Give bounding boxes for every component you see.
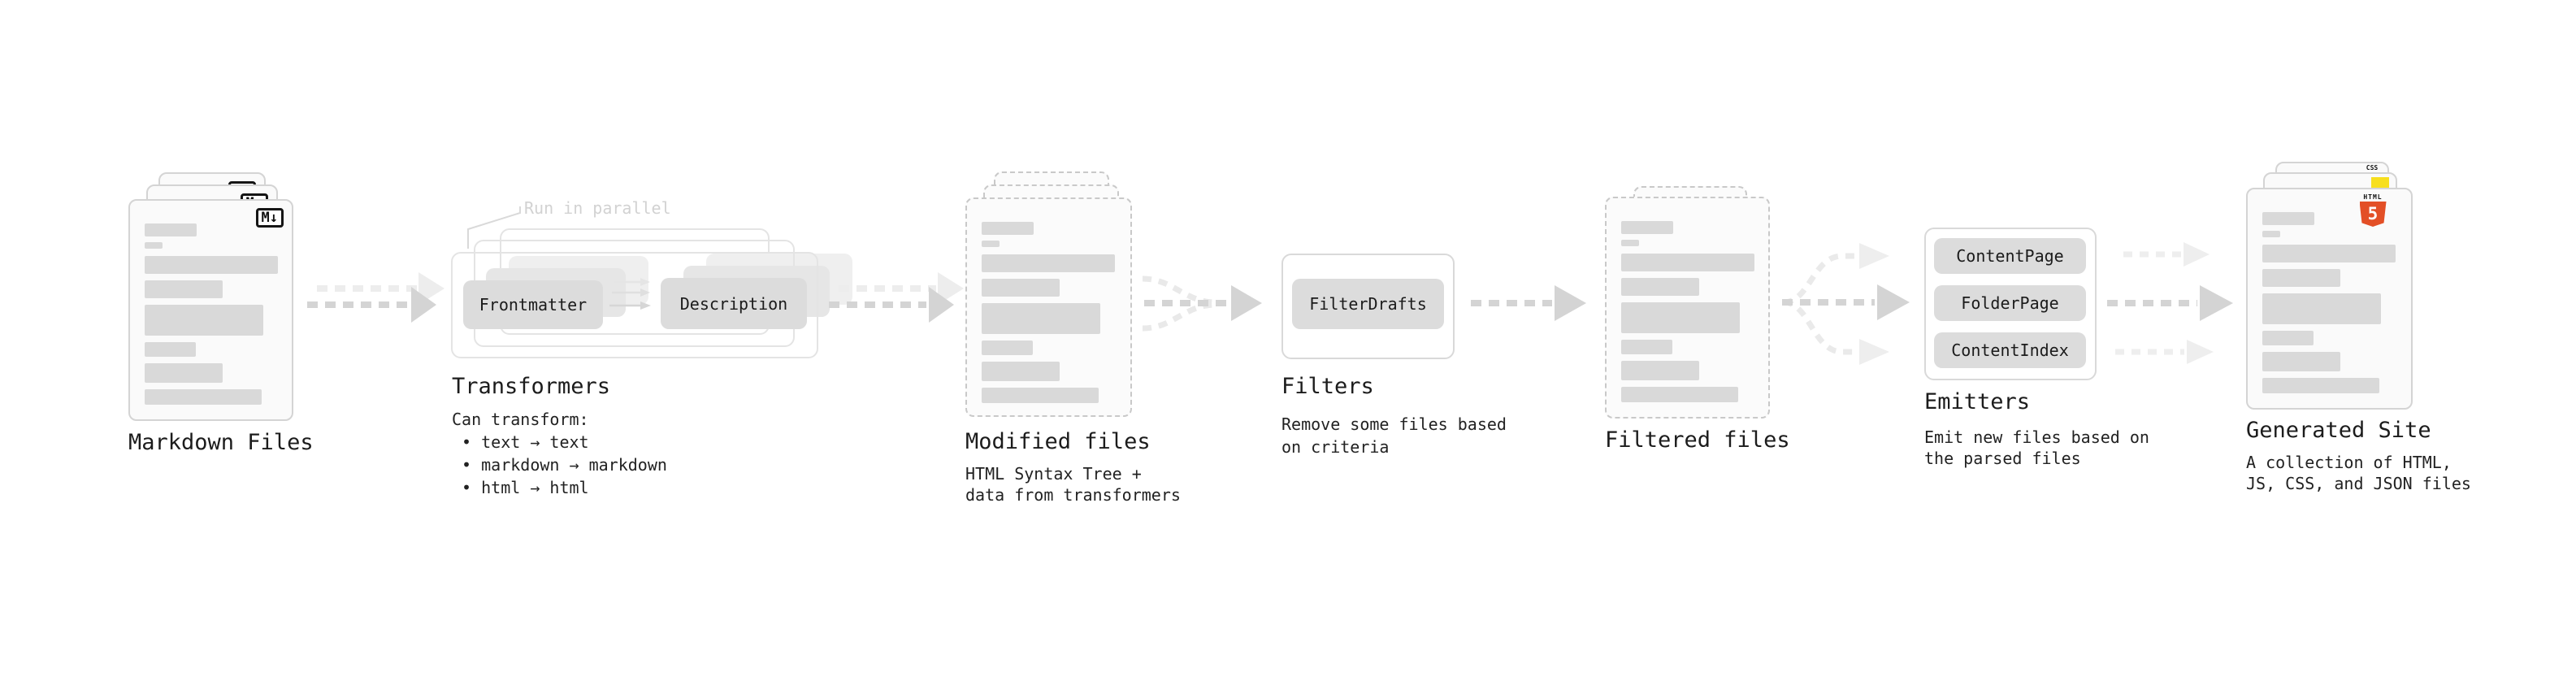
text-placeholder-bar xyxy=(1621,221,1673,234)
text-placeholder-bar xyxy=(145,223,197,236)
filtered-files-label: Filtered files xyxy=(1605,427,1790,453)
parallel-mini-arrows xyxy=(609,278,651,310)
text-placeholder-bar xyxy=(145,389,262,405)
text-placeholder-bar xyxy=(1621,387,1738,402)
transformers-desc-title: Can transform: xyxy=(452,410,589,429)
text-placeholder-bar xyxy=(145,256,278,274)
text-placeholder-bar xyxy=(145,363,223,383)
contentpage-chip: ContentPage xyxy=(1934,238,2086,274)
text-placeholder-bar xyxy=(1621,340,1672,354)
text-placeholder-bar xyxy=(145,342,196,357)
text-placeholder-bar xyxy=(2262,269,2340,287)
arrow-markdown-to-transformers xyxy=(307,272,445,323)
text-placeholder-bar xyxy=(2262,212,2314,225)
text-placeholder-bar xyxy=(1621,240,1639,246)
filters-heading: Filters xyxy=(1281,374,1374,399)
text-placeholder-bar xyxy=(2262,293,2381,324)
text-placeholder-bar xyxy=(1621,254,1754,271)
text-placeholder-bar xyxy=(2262,378,2379,393)
emitters-desc: Emit new files based on xyxy=(1924,427,2149,447)
filtered-file-card-front xyxy=(1605,197,1770,419)
text-placeholder-bar xyxy=(145,280,223,298)
transformer-layer-frame-front xyxy=(451,252,818,358)
run-in-parallel-annotation: Run in parallel xyxy=(524,198,671,218)
text-placeholder-bar xyxy=(1621,278,1699,296)
filters-desc: on criteria xyxy=(1281,437,1390,457)
text-placeholder-bar xyxy=(982,362,1060,381)
text-placeholder-bar xyxy=(1621,361,1699,380)
generated-site-desc: A collection of HTML, xyxy=(2246,453,2452,472)
modified-files-desc: data from transformers xyxy=(965,485,1181,505)
emitters-desc: the parsed files xyxy=(1924,449,2081,468)
text-placeholder-bar xyxy=(982,222,1034,235)
filterdrafts-chip: FilterDrafts xyxy=(1292,279,1444,329)
text-placeholder-bar xyxy=(982,303,1100,334)
text-placeholder-bar xyxy=(2262,352,2340,371)
generated-site-desc: JS, CSS, and JSON files xyxy=(2246,474,2471,493)
text-placeholder-bar xyxy=(2262,245,2396,262)
arrow-emitters-to-generated xyxy=(2107,242,2233,364)
frontmatter-chip: Frontmatter xyxy=(463,280,603,329)
text-placeholder-bar xyxy=(982,388,1099,403)
markdown-file-card-front: M↓ xyxy=(128,199,293,421)
modified-files-label: Modified files xyxy=(965,429,1151,454)
text-placeholder-bar xyxy=(145,305,263,336)
markdown-icon: M↓ xyxy=(255,208,284,228)
arrow-modified-to-filters xyxy=(1142,275,1262,332)
transformers-bullet: • markdown → markdown xyxy=(452,455,667,475)
run-in-parallel-leader-line xyxy=(467,206,521,249)
text-placeholder-bar xyxy=(145,242,163,249)
transformers-bullet: • text → text xyxy=(452,432,589,452)
arrow-filtered-to-emitters xyxy=(1782,243,1910,365)
text-placeholder-bar xyxy=(2262,231,2280,237)
contentindex-chip: ContentIndex xyxy=(1934,332,2086,368)
generated-file-card-front: HTML 5 xyxy=(2246,188,2413,410)
text-placeholder-bar xyxy=(982,241,1000,247)
arrow-filters-to-filtered xyxy=(1471,285,1586,321)
js-icon xyxy=(2371,177,2389,189)
text-placeholder-bar xyxy=(982,340,1033,355)
text-placeholder-bar xyxy=(982,254,1115,272)
text-placeholder-bar xyxy=(982,279,1060,297)
text-placeholder-bar xyxy=(1621,302,1740,333)
arrow-transformers-to-modified xyxy=(829,272,964,323)
modified-files-desc: HTML Syntax Tree + xyxy=(965,464,1142,484)
emitters-heading: Emitters xyxy=(1924,389,2031,414)
description-chip: Description xyxy=(661,278,807,329)
filters-desc: Remove some files based xyxy=(1281,414,1507,434)
markdown-files-label: Markdown Files xyxy=(128,430,314,455)
folderpage-chip: FolderPage xyxy=(1934,285,2086,321)
text-placeholder-bar xyxy=(2262,331,2314,345)
html5-icon: HTML 5 xyxy=(2356,193,2390,227)
generated-site-label: Generated Site xyxy=(2246,418,2431,443)
modified-file-card-front xyxy=(965,197,1132,417)
transformers-heading: Transformers xyxy=(452,374,611,399)
transformers-bullet: • html → html xyxy=(452,478,589,497)
